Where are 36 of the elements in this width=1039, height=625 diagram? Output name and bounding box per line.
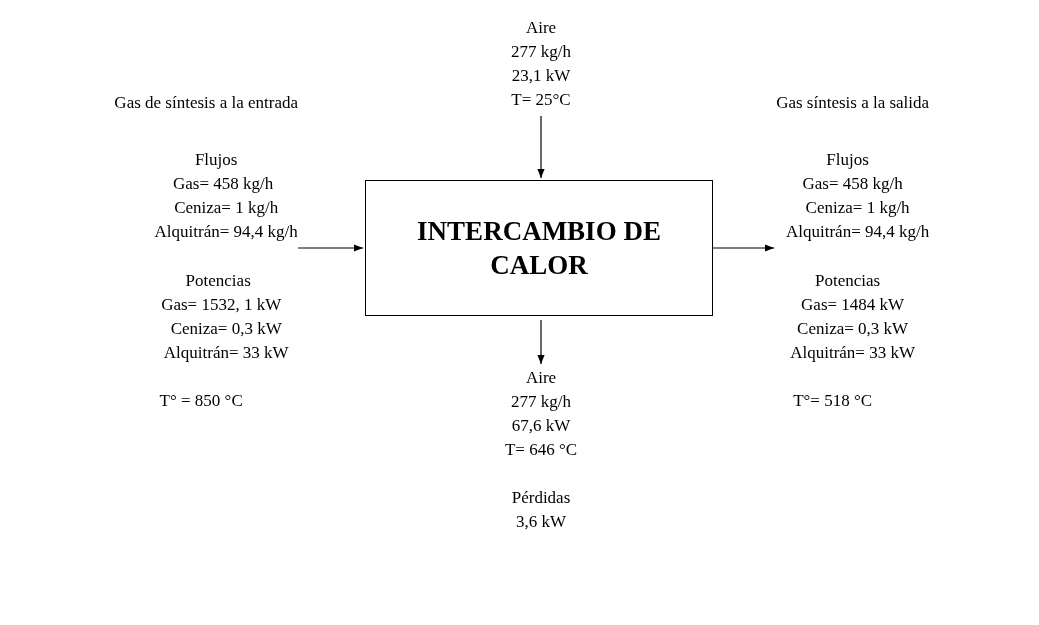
stream-value: Ceniza= 1 kg/h [805, 197, 910, 219]
arrow [712, 244, 775, 252]
stream-value: Potencias [815, 270, 881, 292]
loss-note: Pérdidas [511, 487, 571, 509]
stream-value: 277 kg/h [511, 41, 571, 63]
stream-value: Flujos [194, 149, 238, 171]
stream-value: T= 646 °C [504, 439, 578, 461]
stream-heading: Aire [525, 367, 557, 389]
stream-value: Ceniza= 0,3 kW [797, 318, 909, 340]
stream-value: Gas= 1484 kW [801, 294, 905, 316]
stream-value: Ceniza= 0,3 kW [170, 318, 282, 340]
process-title: INTERCAMBIO DE CALOR [416, 215, 662, 282]
stream-value: Alquitrán= 33 kW [163, 342, 289, 364]
stream-heading: Gas síntesis a la salida [776, 92, 930, 114]
stream-value: Ceniza= 1 kg/h [174, 197, 279, 219]
stream-heading: Gas de síntesis a la entrada [114, 92, 298, 114]
arrow [537, 319, 545, 365]
stream-value: Alquitrán= 94,4 kg/h [786, 221, 930, 243]
stream-value: Flujos [826, 149, 869, 171]
stream-value: Potencias [185, 270, 251, 292]
stream-value: Alquitrán= 94,4 kg/h [154, 221, 298, 243]
arrow [537, 115, 545, 179]
stream-value: T° = 850 °C [159, 390, 243, 412]
stream-heading: Aire [525, 17, 557, 39]
stream-value: Gas= 458 kg/h [802, 173, 903, 195]
stream-value: Alquitrán= 33 kW [790, 342, 915, 364]
stream-value: 277 kg/h [511, 391, 571, 413]
arrow [297, 244, 364, 252]
loss-note: 3,6 kW [516, 511, 566, 533]
stream-value: 23,1 kW [511, 65, 571, 87]
stream-value: T= 25°C [511, 89, 571, 111]
stream-value: Gas= 1532, 1 kW [161, 294, 282, 316]
stream-value: 67,6 kW [511, 415, 571, 437]
stream-value: Gas= 458 kg/h [173, 173, 274, 195]
stream-value: T°= 518 °C [793, 390, 873, 412]
process-box [365, 180, 713, 316]
